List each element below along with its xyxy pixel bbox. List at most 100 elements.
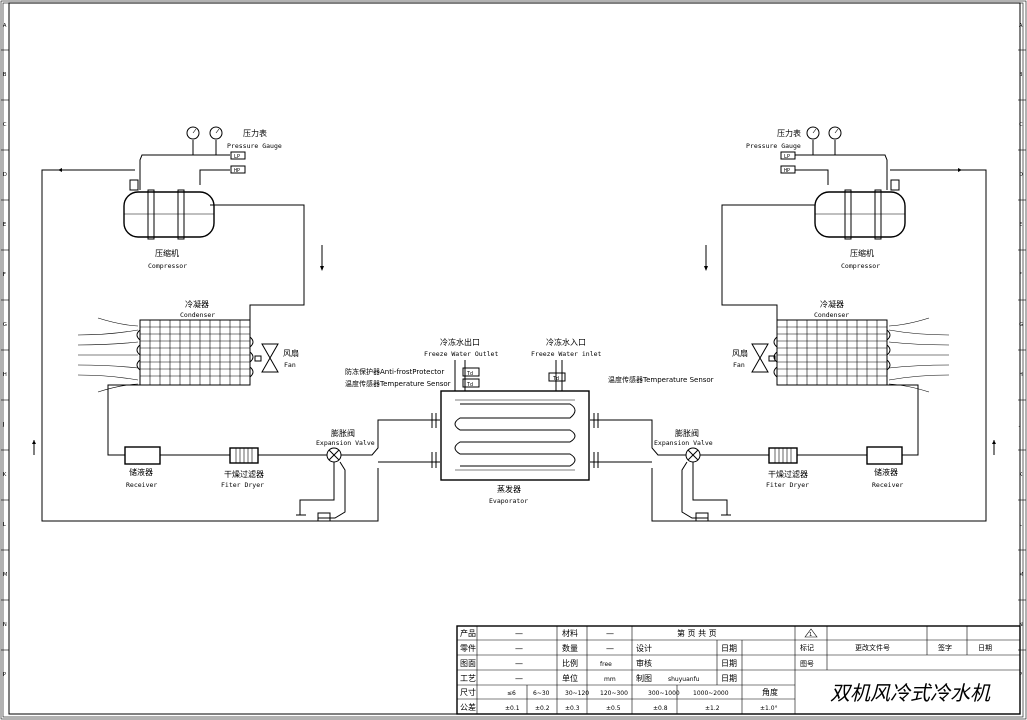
svg-text:工艺: 工艺 <box>460 674 476 683</box>
svg-text:Freeze Water Outlet: Freeze Water Outlet <box>424 350 498 358</box>
svg-text:Compressor: Compressor <box>841 262 880 270</box>
svg-text:30~120: 30~120 <box>565 690 589 697</box>
svg-text:M: M <box>1019 572 1023 578</box>
svg-text:储液器: 储液器 <box>874 467 898 477</box>
svg-text:—: — <box>606 629 614 638</box>
pressure-gauge-label: 压力表 <box>243 128 267 138</box>
svg-text:角度: 角度 <box>762 687 778 697</box>
svg-text:120~300: 120~300 <box>600 690 628 697</box>
svg-text:LP: LP <box>234 154 240 160</box>
svg-text:压缩机: 压缩机 <box>155 248 179 258</box>
svg-text:L: L <box>1019 522 1022 528</box>
svg-text:压缩机: 压缩机 <box>850 248 874 258</box>
border-zone-letters-right: A B C D E F G H J K L M N P <box>1018 23 1023 678</box>
svg-text:Pressure Gauge: Pressure Gauge <box>746 142 801 150</box>
right-labels: 压力表 Pressure Gauge 压缩机 Compressor 冷凝器 Co… <box>654 128 903 489</box>
svg-text:材料: 材料 <box>562 628 578 638</box>
svg-text:压力表: 压力表 <box>777 128 801 138</box>
svg-text:Pressure Gauge: Pressure Gauge <box>227 142 282 150</box>
svg-text:C: C <box>3 122 7 128</box>
svg-text:K: K <box>1019 472 1023 478</box>
svg-text:产品: 产品 <box>460 628 476 638</box>
right-airflow-lines <box>888 317 950 393</box>
left-compressor-icon <box>123 179 215 240</box>
svg-text:—: — <box>515 674 523 683</box>
right-compressor-icon <box>814 179 906 240</box>
svg-text:Freeze Water inlet: Freeze Water inlet <box>531 350 602 358</box>
svg-text:数量: 数量 <box>562 643 578 653</box>
drawing-title: 双机风冷式冷水机 <box>830 681 991 705</box>
svg-text:干燥过滤器: 干燥过滤器 <box>224 469 264 479</box>
svg-text:L: L <box>3 522 6 528</box>
svg-text:图号: 图号 <box>800 660 814 668</box>
right-receiver-icon <box>866 446 903 465</box>
svg-text:风扇: 风扇 <box>732 348 748 358</box>
svg-text:冷冻水出口: 冷冻水出口 <box>440 337 480 347</box>
svg-text:N: N <box>1019 622 1023 628</box>
svg-text:Expansion Valve: Expansion Valve <box>316 439 375 447</box>
svg-text:Receiver: Receiver <box>126 481 157 489</box>
pressure-gauge-icon <box>806 126 820 140</box>
svg-text:±0.2: ±0.2 <box>535 705 550 712</box>
svg-text:储液器: 储液器 <box>129 467 153 477</box>
svg-text:Td: Td <box>467 382 473 388</box>
svg-text:制图: 制图 <box>636 673 652 683</box>
svg-text:B: B <box>1019 72 1023 78</box>
svg-text:Condenser: Condenser <box>180 311 215 319</box>
svg-text:A: A <box>1019 23 1023 29</box>
svg-text:P: P <box>3 672 6 678</box>
left-condenser-icon <box>136 319 254 386</box>
svg-text:E: E <box>1019 222 1022 228</box>
svg-text:HP: HP <box>234 168 240 174</box>
svg-text:防冻保护器Anti-frostProtector: 防冻保护器Anti-frostProtector <box>345 367 444 376</box>
right-condenser-icon <box>773 319 891 386</box>
left-expansion-valve-icon <box>326 447 342 463</box>
svg-text:G: G <box>1019 322 1023 328</box>
svg-text:Receiver: Receiver <box>872 481 903 489</box>
svg-text:—: — <box>606 644 614 653</box>
left-receiver-icon <box>124 446 161 465</box>
pressure-gauge-icon <box>186 126 200 140</box>
svg-text:温度传感器Temperature Sensor: 温度传感器Temperature Sensor <box>345 379 451 388</box>
svg-text:±0.5: ±0.5 <box>606 705 621 712</box>
svg-text:H: H <box>1019 372 1023 378</box>
svg-text:零件: 零件 <box>460 643 476 653</box>
svg-text:Compressor: Compressor <box>148 262 187 270</box>
svg-text:6~30: 6~30 <box>533 690 550 697</box>
svg-text:日期: 日期 <box>721 659 737 668</box>
svg-text:膨胀阀: 膨胀阀 <box>331 428 355 438</box>
svg-text:D: D <box>1019 172 1023 178</box>
svg-text:Fan: Fan <box>284 361 296 369</box>
svg-text:1000~2000: 1000~2000 <box>693 690 729 697</box>
svg-text:日期: 日期 <box>978 644 992 652</box>
svg-text:C: C <box>1019 122 1023 128</box>
svg-text:—: — <box>515 659 523 668</box>
svg-text:J: J <box>2 422 4 428</box>
svg-text:Fan: Fan <box>733 361 745 369</box>
border-ticks <box>1 49 1026 651</box>
svg-text:—: — <box>515 629 523 638</box>
svg-text:冷凝器: 冷凝器 <box>820 299 844 309</box>
svg-text:A: A <box>3 23 7 29</box>
left-filter-dryer-icon <box>229 447 259 464</box>
left-refrigerant-circuit: LP HP <box>32 126 440 522</box>
water-connections: Td Td Td <box>454 360 566 391</box>
svg-text:Expansion Valve: Expansion Valve <box>654 439 713 447</box>
svg-text:蒸发器: 蒸发器 <box>497 484 521 494</box>
evaporator-icon <box>431 390 599 481</box>
svg-text:尺寸: 尺寸 <box>460 687 476 697</box>
svg-text:±0.1: ±0.1 <box>505 705 520 712</box>
svg-text:±1.0°: ±1.0° <box>760 705 778 712</box>
svg-text:Condenser: Condenser <box>814 311 849 319</box>
svg-text:日期: 日期 <box>721 674 737 683</box>
svg-text:Fiter Dryer: Fiter Dryer <box>766 481 809 489</box>
svg-text:比例: 比例 <box>562 658 578 668</box>
svg-text:M: M <box>3 572 7 578</box>
svg-text:≤6: ≤6 <box>507 690 516 697</box>
svg-text:日期: 日期 <box>721 644 737 653</box>
pressure-gauge-icon <box>828 126 842 140</box>
svg-text:mm: mm <box>604 676 616 683</box>
left-airflow-lines <box>77 317 139 393</box>
svg-text:±0.8: ±0.8 <box>653 705 668 712</box>
